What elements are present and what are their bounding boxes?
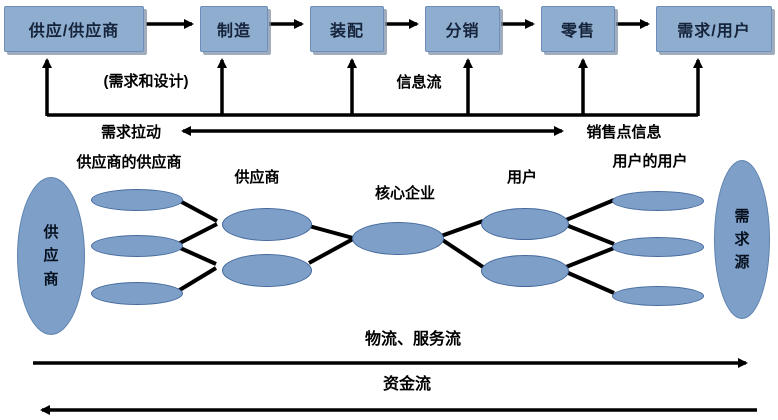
core-enterprise-ellipse — [352, 222, 444, 255]
chain-box-supply-supplier: 供应/供应商 — [4, 6, 144, 52]
suppliers-supplier-ellipse-2 — [91, 235, 183, 257]
demand-source-ellipse: 需求源 — [714, 160, 770, 319]
info-flow-label: 信息流 — [396, 74, 442, 91]
user-ellipse-1 — [481, 208, 569, 240]
pos-info-label: 销售点信息 — [586, 124, 662, 141]
supplier-ellipse-1 — [222, 208, 312, 241]
chain-box-distribution: 分销 — [425, 6, 500, 52]
supplier-source-ellipse: 供应商 — [17, 177, 85, 335]
users-user-label: 用户的用户 — [612, 153, 688, 170]
chain-box-retail: 零售 — [541, 6, 615, 52]
demand-pull-label: 需求拉动 — [100, 124, 162, 141]
logistics-flow-label: 物流、服务流 — [364, 331, 462, 348]
user-label: 用户 — [506, 169, 538, 186]
design-note-label: (需求和设计) — [103, 73, 189, 90]
users-user-ellipse-1 — [612, 191, 704, 211]
suppliers-supplier-ellipse-3 — [91, 282, 183, 305]
core-enterprise-label: 核心企业 — [374, 185, 436, 202]
chain-box-manufacturing: 制造 — [200, 6, 268, 52]
network-links — [176, 198, 615, 295]
user-ellipse-2 — [481, 255, 569, 287]
users-user-ellipse-2 — [612, 237, 704, 257]
supplier-ellipse-2 — [222, 254, 312, 287]
chain-box-demand-user: 需求/用户 — [656, 6, 772, 52]
supplier-source-label: 供应商 — [43, 224, 59, 288]
suppliers-supplier-label: 供应商的供应商 — [76, 154, 182, 171]
information-feedback-line — [42, 58, 703, 117]
users-user-ellipse-3 — [612, 286, 704, 306]
demand-source-label: 需求源 — [734, 207, 750, 272]
supplier-label: 供应商 — [234, 169, 280, 186]
chain-box-assembly: 装配 — [310, 6, 384, 52]
suppliers-supplier-ellipse-1 — [91, 189, 183, 211]
capital-flow-label: 资金流 — [382, 376, 432, 393]
